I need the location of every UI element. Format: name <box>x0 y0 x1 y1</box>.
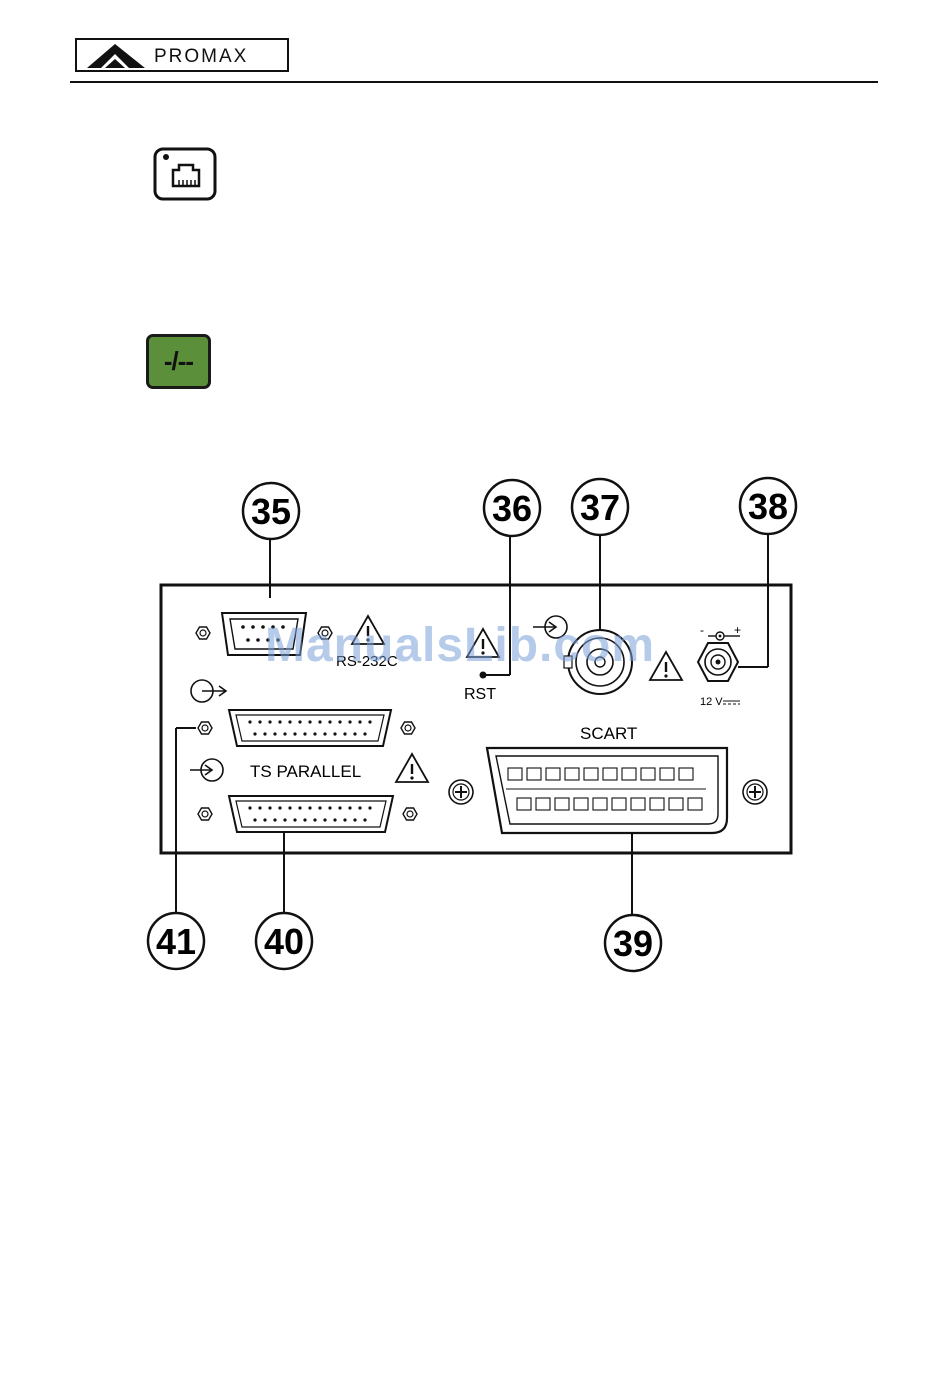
callout-35: 35 <box>243 483 299 539</box>
rst-label: RST <box>464 686 496 703</box>
callout-40: 40 <box>256 913 312 969</box>
callout-36: 36 <box>484 480 540 536</box>
callout-38-label: 38 <box>748 486 788 527</box>
header-divider <box>70 81 878 83</box>
callout-40-label: 40 <box>264 921 304 962</box>
callout-38: 38 <box>740 478 796 534</box>
callout-39-label: 39 <box>613 923 653 964</box>
callout-37: 37 <box>572 479 628 535</box>
promax-triangle-logo-icon <box>85 42 147 70</box>
callout-37-label: 37 <box>580 487 620 528</box>
dash-key-label: -/-- <box>164 346 193 377</box>
callout-36-label: 36 <box>492 488 532 529</box>
dc-minus-label: - <box>700 623 704 637</box>
callout-41: 41 <box>148 913 204 969</box>
callout-41-label: 41 <box>156 921 196 962</box>
ts-parallel-label: TS PARALLEL <box>250 762 361 781</box>
brand-name: PROMAX <box>154 46 248 68</box>
scart-label: SCART <box>580 724 637 743</box>
dc-power-connector <box>698 643 738 681</box>
watermark: ManualsLib.com <box>265 618 655 673</box>
scart-right-screw-icon <box>743 780 767 804</box>
dc-plus-label: + <box>734 623 741 637</box>
rear-panel-diagram: 35 36 37 38 39 40 41 RS-232C RST <box>0 470 950 990</box>
voltage-label: 12 V <box>700 696 723 708</box>
callout-35-label: 35 <box>251 491 291 532</box>
lan-key-icon <box>153 147 217 201</box>
scart-connector <box>487 748 727 833</box>
scart-left-screw-icon <box>449 780 473 804</box>
dash-key: -/-- <box>146 334 211 389</box>
callout-39: 39 <box>605 915 661 971</box>
brand-logo: PROMAX <box>75 38 289 72</box>
